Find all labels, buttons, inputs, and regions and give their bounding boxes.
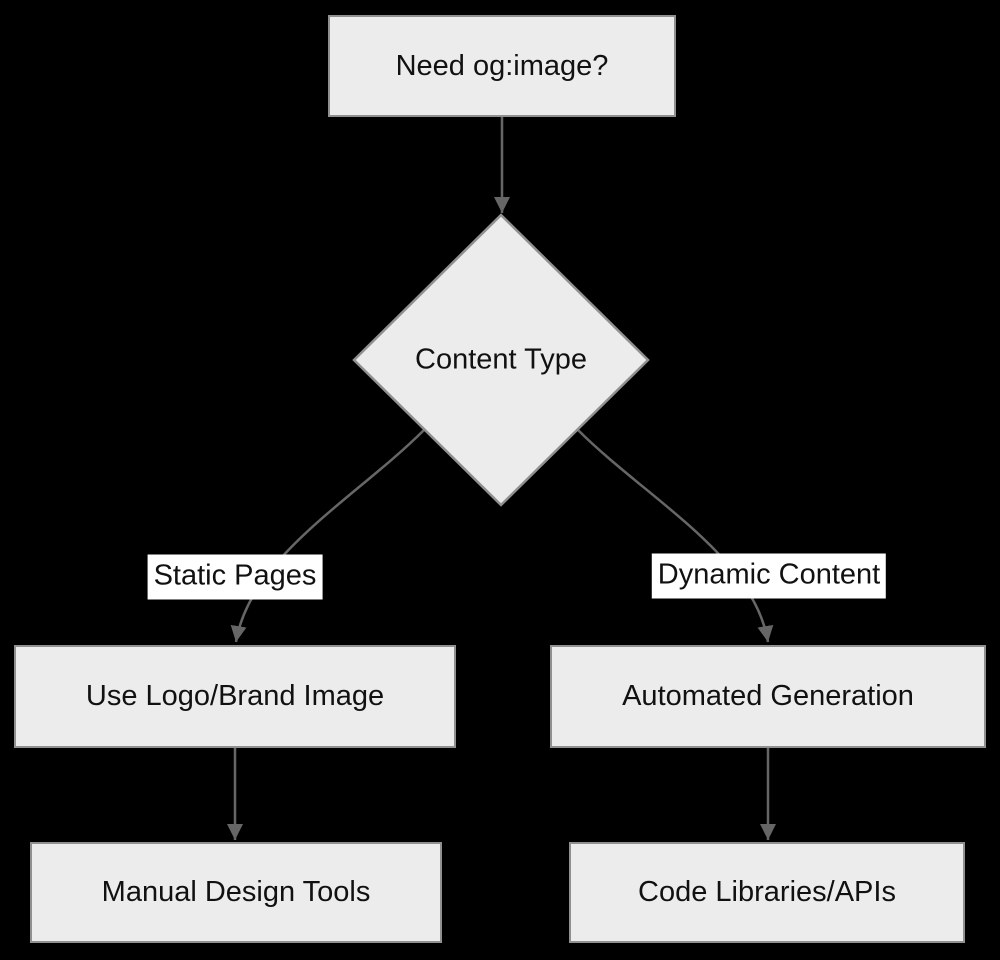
edge-label-dynamic-content: Dynamic Content	[651, 553, 887, 599]
node-start: Need og:image?	[328, 15, 676, 117]
decision-node-shape	[352, 213, 650, 507]
node-static-action: Use Logo/Brand Image	[14, 645, 456, 748]
node-decision-label: Content Type	[415, 343, 587, 376]
node-static-action-label: Use Logo/Brand Image	[85, 680, 385, 712]
edge-decision-to-dynamic-action	[577, 429, 774, 643]
node-static-tool: Manual Design Tools	[30, 842, 442, 943]
edge-label-static-pages: Static Pages	[147, 554, 323, 600]
node-static-tool-label: Manual Design Tools	[101, 876, 371, 908]
node-dynamic-action-label: Automated Generation	[622, 680, 914, 712]
node-dynamic-tool-label: Code Libraries/APIs	[638, 876, 896, 908]
node-dynamic-tool: Code Libraries/APIs	[569, 842, 965, 943]
node-dynamic-action: Automated Generation	[550, 645, 986, 748]
edge-decision-to-static-action	[230, 429, 425, 643]
node-start-label: Need og:image?	[395, 49, 609, 82]
